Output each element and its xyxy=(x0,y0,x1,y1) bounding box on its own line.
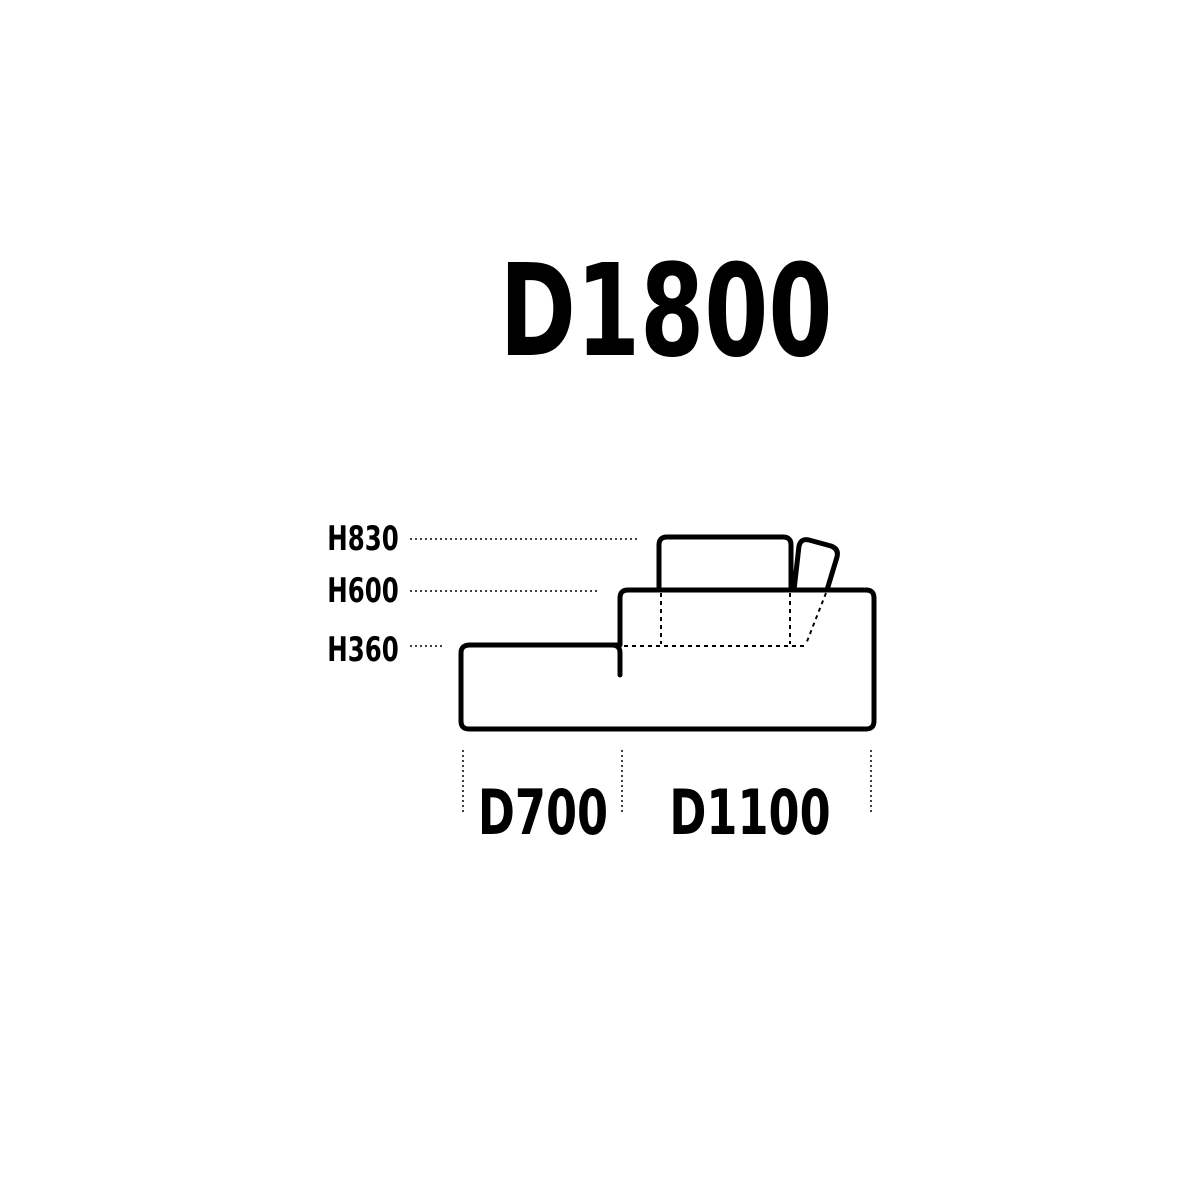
height-label-h600: H600 xyxy=(327,571,399,610)
sofa-base-outline xyxy=(458,587,877,732)
total-depth-title: D1800 xyxy=(500,237,833,386)
depth-label-d700: D700 xyxy=(478,777,608,849)
headrest-outline xyxy=(791,537,840,593)
depth-label-d1100: D1100 xyxy=(669,777,830,849)
height-label-h360: H360 xyxy=(327,630,399,669)
back-cushion-outline xyxy=(656,534,794,593)
hidden-headrest-line xyxy=(805,592,827,645)
height-label-h830: H830 xyxy=(327,519,399,558)
